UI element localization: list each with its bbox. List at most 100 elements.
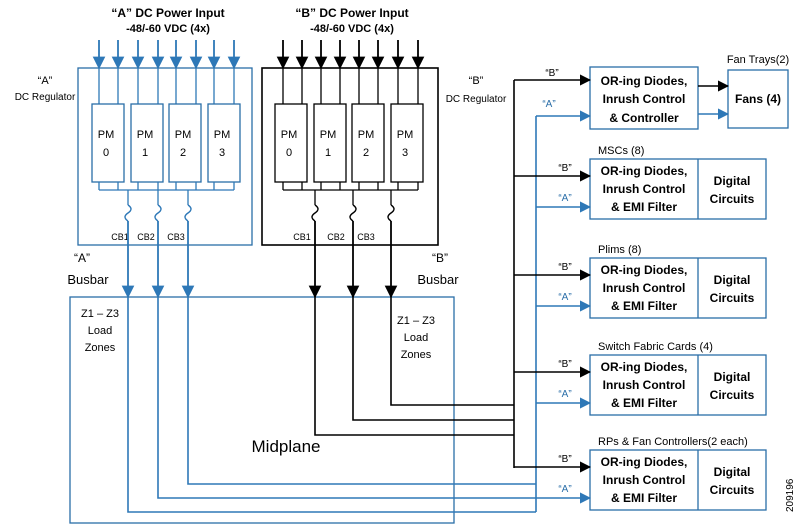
card-title: RPs & Fan Controllers(2 each): [598, 436, 748, 448]
a-input-spec: -48/-60 VDC (4x): [126, 23, 210, 35]
b-pm-0-label: PM: [281, 129, 298, 141]
b-load-zones-line3: Zones: [401, 349, 432, 361]
card-digital-line: Circuits: [710, 291, 755, 305]
card-a-feed-label: “A”: [558, 389, 571, 400]
card-oring-line: OR-ing Diodes,: [601, 164, 688, 178]
a-pm-0-label: PM: [98, 129, 115, 141]
card-box: [589, 158, 767, 220]
b-busbar-feeds: [308, 221, 398, 299]
fan-trays-oring-line1: OR-ing Diodes,: [601, 74, 688, 88]
b-pm-output-bus: [282, 182, 419, 205]
card-oring-line: OR-ing Diodes,: [601, 360, 688, 374]
fan-trays-oring-box: [589, 66, 699, 130]
a-pm-0: [91, 103, 125, 183]
a-power-modules: PM 0 PM 1 PM 2 PM 3: [91, 103, 241, 183]
b-cb3-symbol: [387, 204, 395, 222]
b-busbar-label: Busbar: [417, 272, 459, 287]
card-oring-line: OR-ing Diodes,: [601, 263, 688, 277]
a-pm-2-num: 2: [180, 147, 186, 159]
card-box: [589, 354, 767, 416]
a-load-zones-line2: Load: [88, 325, 112, 337]
b-midplane-distribution: [314, 80, 515, 468]
card-a-feed-label: “A”: [558, 193, 571, 204]
card-oring-line: & EMI Filter: [611, 396, 677, 410]
b-pm-0-num: 0: [286, 147, 292, 159]
b-busbar-quote: “B”: [432, 251, 448, 265]
a-busbar-feeds: [121, 221, 195, 299]
a-pm-3-label: PM: [214, 129, 231, 141]
a-input-arrows: [92, 40, 241, 70]
card-oring-line: Inrush Control: [603, 378, 686, 392]
b-dc-regulator-box: [261, 67, 439, 246]
card-digital-line: Circuits: [710, 192, 755, 206]
fan-tray-b-feed-label: “B”: [545, 68, 558, 79]
a-pm-2-label: PM: [175, 129, 192, 141]
b-pm-1: [313, 103, 347, 183]
card-row: RPs & Fan Controllers(2 each) OR-ing Diod…: [514, 436, 767, 511]
a-pm-input-leads: [98, 68, 235, 104]
card-oring-line: & EMI Filter: [611, 491, 677, 505]
card-row: Plims (8)OR-ing Diodes,Inrush Control& E…: [514, 244, 767, 319]
card-row: MSCs (8) OR-ing Diodes, Inrush Control & EM…: [514, 145, 767, 220]
a-cb2-symbol: [154, 204, 162, 222]
b-pm-2: [351, 103, 385, 183]
card-digital-line: Circuits: [710, 388, 755, 402]
card-b-feed-label: “B”: [558, 163, 571, 174]
b-input-arrows: [276, 40, 425, 70]
b-cb2-symbol: [349, 204, 357, 222]
a-pm-1: [130, 103, 164, 183]
a-busbar-label: Busbar: [67, 272, 109, 287]
a-busbar-quote: “A”: [74, 251, 90, 265]
card-digital-line: Circuits: [710, 483, 755, 497]
b-regulator-label-quote: “B”: [469, 75, 484, 87]
card-b-feed-label: “B”: [558, 454, 571, 465]
card-a-feed-label: “A”: [558, 292, 571, 303]
a-regulator-label-quote: “A”: [38, 75, 53, 87]
a-pm-3-num: 3: [219, 147, 225, 159]
a-pm-output-bus: [98, 182, 235, 205]
card-box: [589, 449, 767, 511]
card-title: Plims (8): [598, 244, 641, 256]
midplane-label: Midplane: [252, 437, 321, 456]
a-midplane-distribution: [127, 116, 537, 513]
card-digital-line: Digital: [714, 465, 751, 479]
b-power-modules: PM 0 PM 1 PM 2 PM 3: [274, 103, 424, 183]
card-oring-line: & EMI Filter: [611, 200, 677, 214]
b-pm-0: [274, 103, 308, 183]
a-pm-1-num: 1: [142, 147, 148, 159]
card-a-feed-label: “A”: [558, 484, 571, 495]
card-digital-line: Digital: [714, 174, 751, 188]
a-pm-2: [168, 103, 202, 183]
card-title: Switch Fabric Cards (4): [598, 341, 713, 353]
a-regulator-label: DC Regulator: [15, 92, 76, 103]
a-input-title: “A” DC Power Input: [111, 6, 224, 20]
b-regulator-label: DC Regulator: [446, 94, 507, 105]
a-pm-3: [207, 103, 241, 183]
card-oring-line: OR-ing Diodes,: [601, 455, 688, 469]
midplane-box: [69, 296, 455, 524]
a-cb1-label: CB1: [111, 232, 129, 242]
a-pm-1-label: PM: [137, 129, 154, 141]
b-pm-3-num: 3: [402, 147, 408, 159]
card-title: MSCs (8): [598, 145, 644, 157]
a-cb3-label: CB3: [167, 232, 185, 242]
a-load-zones-line1: Z1 – Z3: [81, 308, 119, 320]
b-cb1-label: CB1: [293, 232, 311, 242]
card-b-feed-label: “B”: [558, 262, 571, 273]
card-oring-line: Inrush Control: [603, 182, 686, 196]
a-dc-regulator-box: [77, 67, 253, 246]
a-pm-0-num: 0: [103, 147, 109, 159]
b-pm-2-label: PM: [358, 129, 375, 141]
card-oring-line: Inrush Control: [603, 473, 686, 487]
a-cb3-symbol: [184, 204, 192, 222]
a-cb1-symbol: [124, 204, 132, 222]
b-pm-1-label: PM: [320, 129, 337, 141]
b-cb1-symbol: [311, 204, 319, 222]
card-b-feed-label: “B”: [558, 359, 571, 370]
card-box: [589, 257, 767, 319]
card-digital-line: Digital: [714, 273, 751, 287]
b-pm-input-leads: [282, 68, 419, 104]
card-digital-line: Digital: [714, 370, 751, 384]
card-oring-line: Inrush Control: [603, 281, 686, 295]
